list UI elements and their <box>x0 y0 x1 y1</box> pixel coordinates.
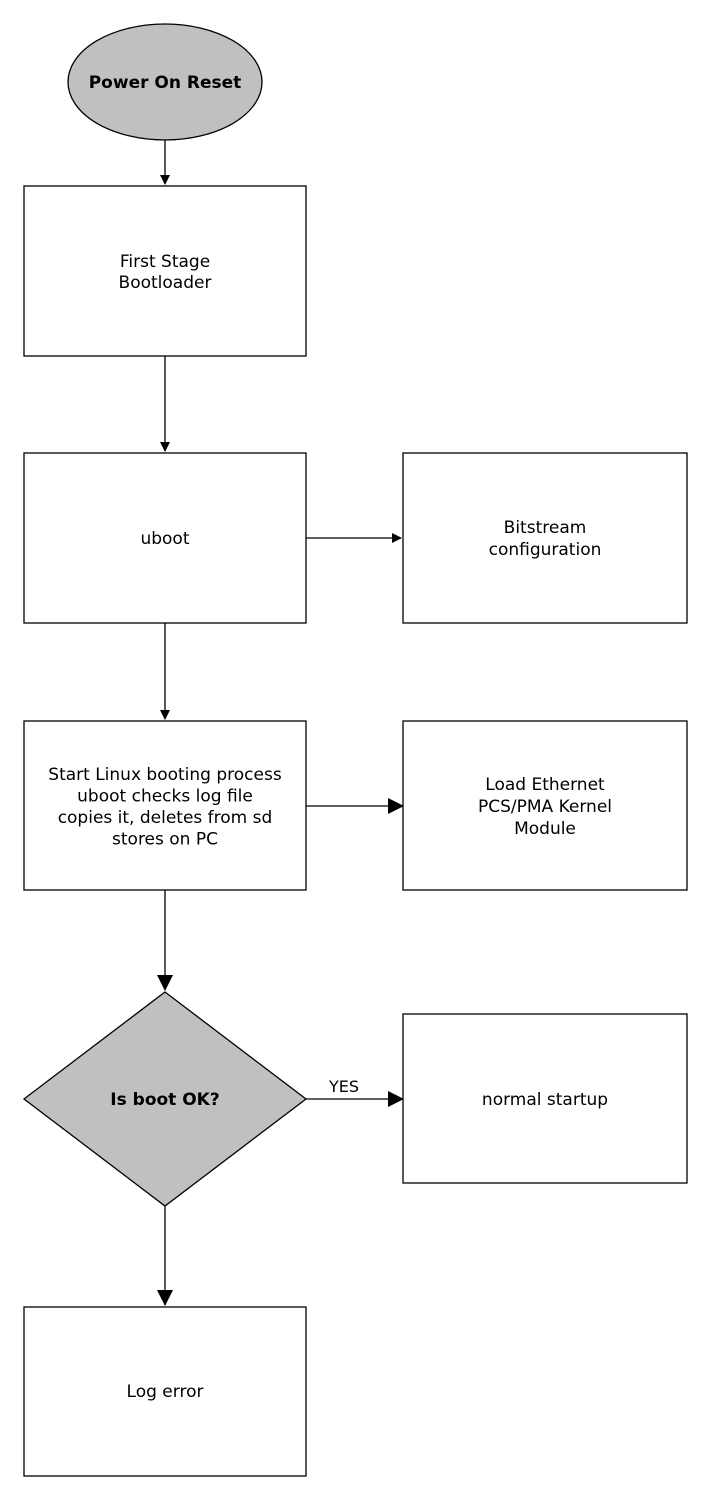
uboot-label: uboot <box>140 529 189 549</box>
node-label-line: Bitstream <box>504 518 587 538</box>
node-label-line: normal startup <box>482 1090 608 1110</box>
power-on-reset-node: Power On Reset <box>67 23 263 141</box>
node-label-line: uboot checks log file <box>77 787 253 807</box>
yes-edge-label: YES <box>328 1077 359 1096</box>
normal-startup-node: normal startup <box>402 1013 688 1184</box>
node-label-line: PCS/PMA Kernel <box>478 797 612 817</box>
edges: YES <box>157 140 404 1306</box>
node-label-line: Load Ethernet <box>485 775 605 795</box>
node-label-line: configuration <box>489 540 602 560</box>
uboot-node: uboot <box>23 452 307 624</box>
log-error-label: Log error <box>127 1382 204 1402</box>
node-label-line: Start Linux booting process <box>48 765 282 785</box>
node-label-line: Log error <box>127 1382 204 1402</box>
is-boot-ok-decision: Is boot OK? <box>22 991 308 1207</box>
node-label-line: stores on PC <box>112 830 218 850</box>
node-label-line: First Stage <box>120 252 210 272</box>
node-label-line: Bootloader <box>119 273 212 293</box>
node-label-line: Power On Reset <box>89 73 242 93</box>
node-label-line: copies it, deletes from sd <box>58 808 273 828</box>
is-boot-ok-label: Is boot OK? <box>110 1090 219 1110</box>
node-label-line: Module <box>514 819 576 839</box>
log-error-node: Log error <box>23 1306 307 1477</box>
power-on-reset-label: Power On Reset <box>89 73 242 93</box>
node-label-line: Is boot OK? <box>110 1090 219 1110</box>
normal-startup-label: normal startup <box>482 1090 608 1110</box>
node-label-line: uboot <box>140 529 189 549</box>
